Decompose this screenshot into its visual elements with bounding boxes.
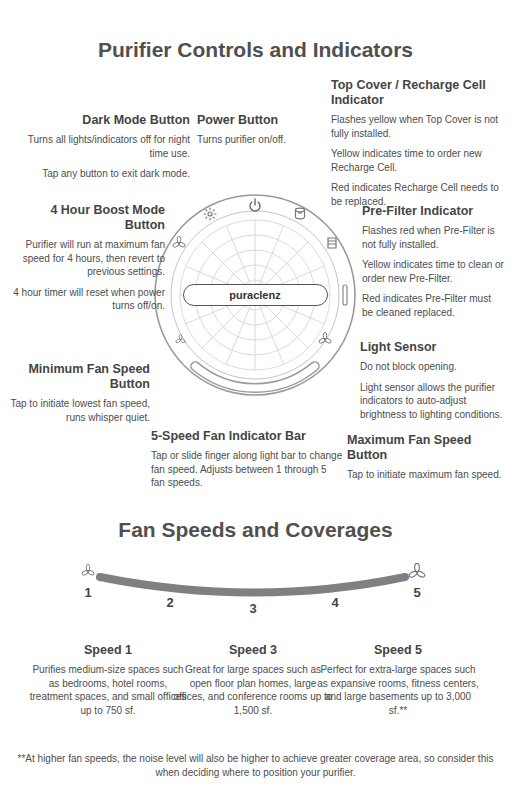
callout-text: Turns purifier on/off. — [197, 133, 327, 147]
speed-number: 5 — [407, 585, 427, 600]
callout-text: Flashes yellow when Top Cover is not ful… — [331, 113, 503, 140]
label-group: Power ButtonTurns purifier on/off. — [197, 113, 327, 154]
fan-indicator-bar — [195, 366, 315, 388]
light-sensor — [343, 285, 347, 305]
label-group: Speed 3 Great for large spaces such as op… — [173, 643, 333, 724]
label-group: **At higher fan speeds, the noise level … — [8, 752, 503, 786]
callout-heading: Dark Mode Button — [20, 113, 190, 128]
callout-text: Tap to initiate lowest fan speed, runs w… — [5, 397, 150, 424]
speed-number: 4 — [325, 595, 345, 610]
label-group: 2 — [160, 595, 180, 610]
callout-text: 4 hour timer will reset when power turns… — [8, 286, 165, 313]
callout-heading: Speed 5 — [317, 643, 479, 658]
label-group: Speed 5 Perfect for extra-large spaces su… — [317, 643, 479, 724]
callout-text: Yellow indicates time to order new Recha… — [331, 147, 503, 174]
grille — [180, 220, 330, 370]
label-group: 5-Speed Fan Indicator BarTap or slide fi… — [151, 429, 343, 497]
callout-text: **At higher fan speeds, the noise level … — [8, 752, 503, 779]
fan-indicator-bar-inner — [195, 366, 315, 388]
callout-text: Great for large spaces such as open floo… — [173, 663, 333, 717]
boost-icon — [172, 236, 185, 248]
callout-text: Red indicates Pre-Filter must be cleaned… — [362, 292, 504, 319]
high-speed-icon — [408, 563, 425, 578]
brand-logo: puraclenz — [229, 289, 280, 301]
label-group: Pre-Filter IndicatorFlashes red when Pre… — [362, 204, 504, 326]
speed-number: 1 — [78, 585, 98, 600]
grille-ring — [180, 220, 330, 370]
min-fan-icon — [175, 334, 186, 343]
callout-heading: Power Button — [197, 113, 327, 128]
max-fan-icon — [318, 332, 331, 344]
section-heading: Fan Speeds and Coverages — [0, 518, 511, 542]
pre-filter-icon — [328, 238, 336, 248]
label-group: Light Sensor Do not block opening. Light s… — [360, 340, 506, 428]
purifier-housing — [155, 195, 355, 395]
callout-text: Purifier will run at maximum fan speed f… — [8, 238, 165, 279]
logo-pill: puraclenz — [183, 284, 328, 306]
callout-text: Yellow indicates time to clean or order … — [362, 258, 504, 285]
speed-bar — [100, 577, 405, 593]
callout-heading: Maximum Fan Speed Button — [347, 433, 502, 463]
callout-heading: Speed 1 — [28, 643, 188, 658]
label-group: Dark Mode ButtonTurns all lights/indicat… — [20, 113, 190, 188]
low-speed-icon — [81, 564, 94, 576]
callout-heading: 4 Hour Boost Mode Button — [8, 203, 165, 233]
callout-text: Tap any button to exit dark mode. — [20, 167, 190, 181]
title-block: Purifier Controls and Indicators — [0, 38, 511, 62]
callout-text: Do not block opening. — [360, 360, 506, 374]
callout-text: Red indicates Recharge Cell needs to be … — [331, 181, 503, 208]
callout-heading: Speed 3 — [173, 643, 333, 658]
label-group: Speed 1 Purifies medium-size spaces such … — [28, 643, 188, 724]
callout-text: Perfect for extra-large spaces such as e… — [317, 663, 479, 717]
callout-text: Light sensor allows the purifier indicat… — [360, 381, 506, 422]
label-group: Maximum Fan Speed ButtonTap to initiate … — [347, 433, 502, 489]
callout-text: Flashes red when Pre-Filter is not fully… — [362, 224, 504, 251]
label-group: 3 — [243, 601, 263, 616]
callout-text: Tap to initiate maximum fan speed. — [347, 468, 502, 482]
callout-text: Purifies medium-size spaces such as bedr… — [28, 663, 188, 717]
control-ring — [171, 211, 339, 379]
grille-spoke — [255, 295, 256, 370]
speed-number: 2 — [160, 595, 180, 610]
label-group: 4 — [325, 595, 345, 610]
callout-text: Turns all lights/indicators off for nigh… — [20, 133, 190, 160]
label-group: Minimum Fan Speed ButtonTap to initiate … — [5, 362, 150, 431]
recharge-cell-icon — [296, 208, 305, 219]
label-group: 1 — [78, 585, 98, 600]
callout-heading: Minimum Fan Speed Button — [5, 362, 150, 392]
callout-heading: Top Cover / Recharge Cell Indicator — [331, 78, 503, 108]
speed-number: 3 — [243, 601, 263, 616]
label-group: Top Cover / Recharge Cell IndicatorFlash… — [331, 78, 503, 215]
label-group: 4 Hour Boost Mode ButtonPurifier will ru… — [8, 203, 165, 320]
callout-heading: 5-Speed Fan Indicator Bar — [151, 429, 343, 444]
power-icon — [250, 199, 260, 211]
callout-heading: Light Sensor — [360, 340, 506, 355]
callout-text: Tap or slide finger along light bar to c… — [151, 449, 343, 490]
page-title: Purifier Controls and Indicators — [0, 38, 511, 62]
label-group: 5 — [407, 585, 427, 600]
dark-mode-icon — [204, 208, 216, 220]
label-group: Fan Speeds and Coverages — [0, 518, 511, 542]
callout-heading: Pre-Filter Indicator — [362, 204, 504, 219]
